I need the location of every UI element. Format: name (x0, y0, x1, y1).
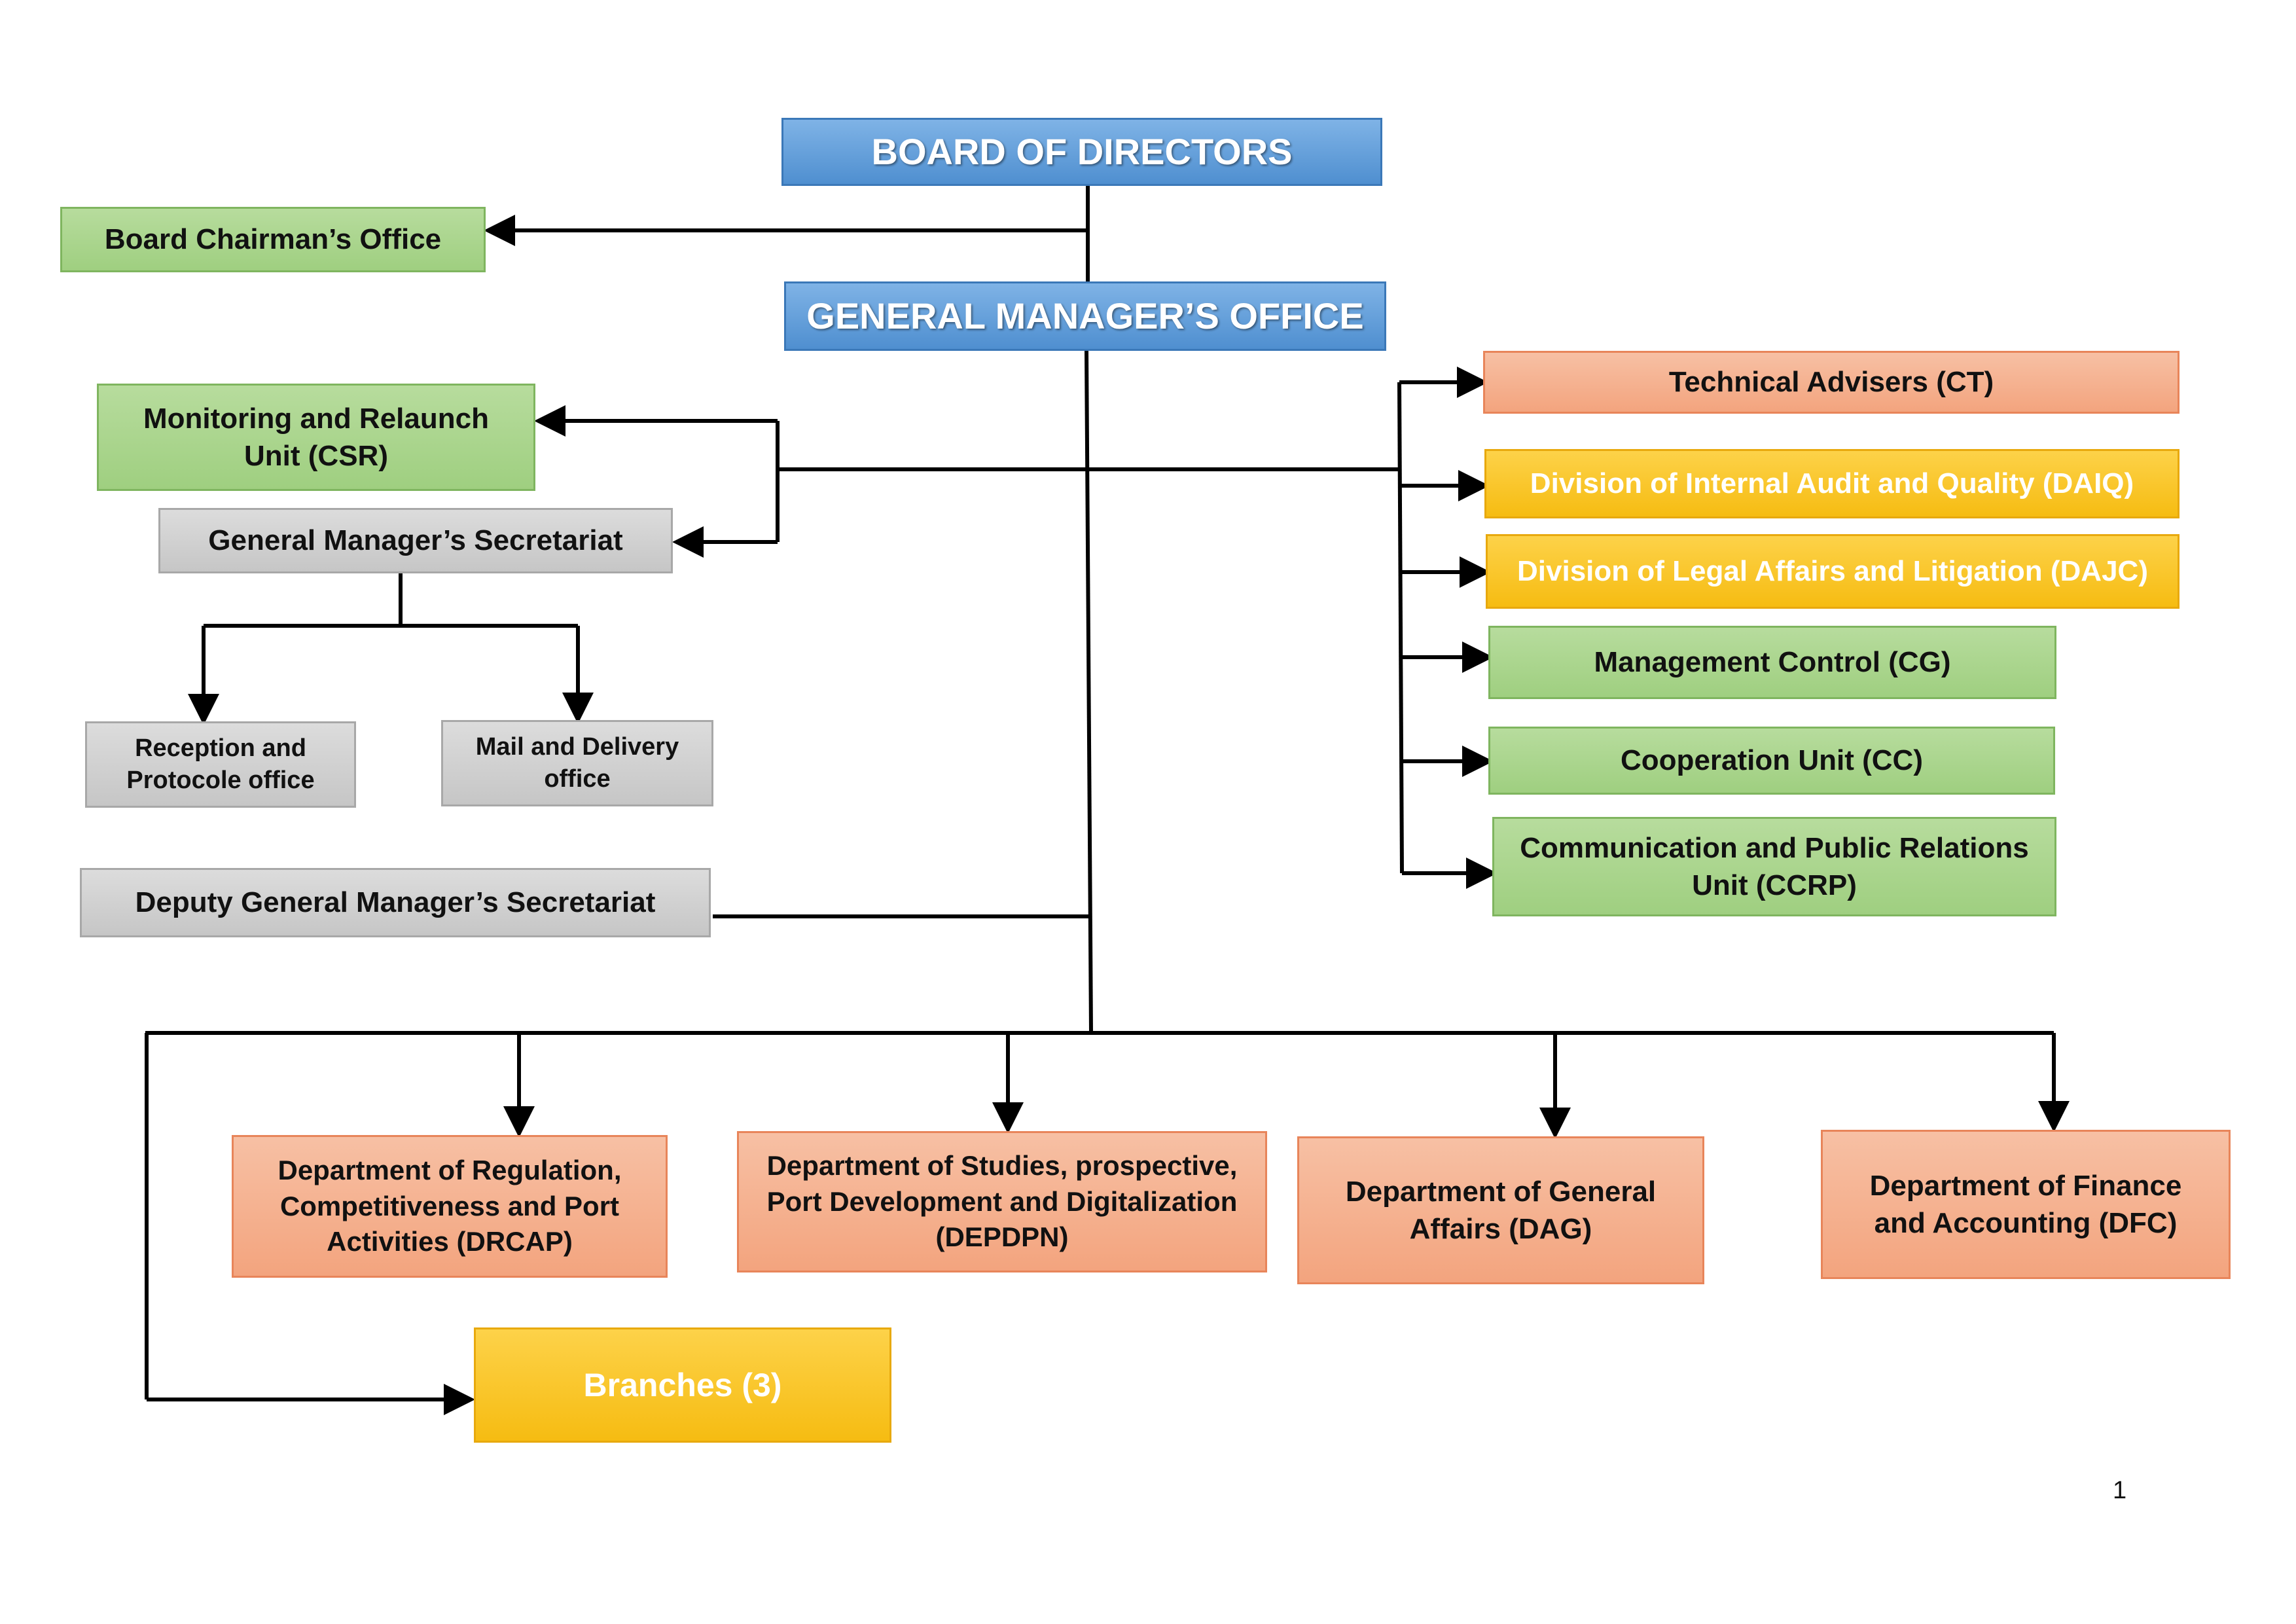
dept-finance-label: Department of Finance and Accounting (DF… (1869, 1169, 2182, 1239)
monitoring-relaunch-unit-label: Monitoring and Relaunch Unit (CSR) (143, 402, 489, 472)
internal-audit-division-label: Division of Internal Audit and Quality (… (1530, 467, 2134, 500)
reception-protocole-office-label: Reception and Protocole office (126, 734, 315, 794)
board-chairman-office-box: Board Chairman’s Office (60, 207, 486, 272)
communication-public-relations-unit-label: Communication and Public Relations Unit … (1520, 831, 2029, 901)
mail-delivery-office-box: Mail and Delivery office (441, 720, 713, 806)
dept-general-affairs-label: Department of General Affairs (DAG) (1345, 1175, 1657, 1245)
technical-advisers-label: Technical Advisers (CT) (1668, 366, 1994, 399)
dept-studies-label: Department of Studies, prospective, Port… (766, 1150, 1238, 1253)
board-of-directors-label: BOARD OF DIRECTORS (871, 130, 1293, 172)
technical-advisers-box: Technical Advisers (CT) (1483, 351, 2179, 414)
branches-label: Branches (3) (583, 1366, 782, 1403)
dept-studies-box: Department of Studies, prospective, Port… (737, 1131, 1267, 1272)
gm-secretariat-label: General Manager’s Secretariat (208, 524, 623, 557)
dept-regulation-box: Department of Regulation, Competitivenes… (232, 1135, 668, 1278)
dept-finance-box: Department of Finance and Accounting (DF… (1821, 1130, 2231, 1279)
legal-affairs-division-box: Division of Legal Affairs and Litigation… (1486, 534, 2179, 609)
mail-delivery-office-label: Mail and Delivery office (475, 732, 679, 793)
internal-audit-division-box: Division of Internal Audit and Quality (… (1484, 449, 2179, 518)
branches-box: Branches (3) (474, 1327, 891, 1443)
legal-affairs-division-label: Division of Legal Affairs and Litigation… (1517, 555, 2148, 588)
dept-regulation-label: Department of Regulation, Competitivenes… (278, 1155, 622, 1257)
deputy-gm-secretariat-box: Deputy General Manager’s Secretariat (80, 868, 711, 937)
cooperation-unit-box: Cooperation Unit (CC) (1488, 727, 2055, 795)
communication-public-relations-unit-box: Communication and Public Relations Unit … (1492, 817, 2056, 916)
deputy-gm-secretariat-label: Deputy General Manager’s Secretariat (135, 886, 656, 919)
reception-protocole-office-box: Reception and Protocole office (85, 721, 356, 808)
cooperation-unit-label: Cooperation Unit (CC) (1621, 744, 1923, 777)
general-manager-office-box: GENERAL MANAGER’S OFFICE (784, 281, 1386, 351)
monitoring-relaunch-unit-box: Monitoring and Relaunch Unit (CSR) (97, 384, 535, 491)
page-number: 1 (2113, 1477, 2127, 1504)
gm-secretariat-box: General Manager’s Secretariat (158, 508, 673, 573)
board-of-directors-box: BOARD OF DIRECTORS (781, 118, 1382, 186)
management-control-box: Management Control (CG) (1488, 626, 2056, 699)
board-chairman-office-label: Board Chairman’s Office (104, 223, 442, 256)
dept-general-affairs-box: Department of General Affairs (DAG) (1297, 1136, 1704, 1284)
management-control-label: Management Control (CG) (1594, 646, 1951, 679)
general-manager-office-label: GENERAL MANAGER’S OFFICE (806, 295, 1364, 336)
